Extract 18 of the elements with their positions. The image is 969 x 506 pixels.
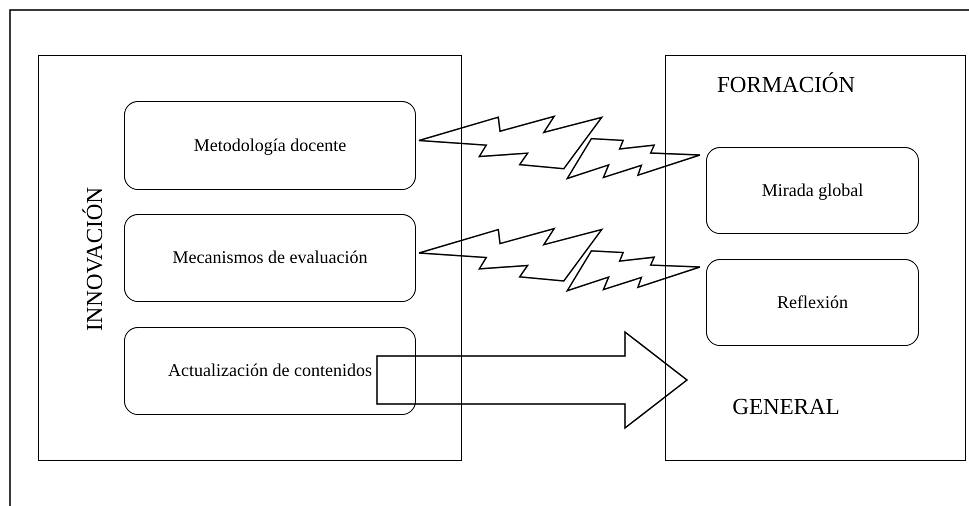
group-title: FORMACIÓN [716,71,856,99]
box-label: Mirada global [762,178,864,202]
lightning-bolt [418,227,701,292]
group-title: GENERAL [731,393,841,421]
group-box [665,55,966,461]
group-title: INNOVACIÓN [81,187,108,331]
rounded-box [706,147,919,234]
rounded-box [124,327,416,415]
box-label: Reflexión [777,290,848,314]
rounded-box [124,214,416,302]
rounded-box [706,259,919,346]
box-label: Metodología docente [194,134,346,157]
box-label: Mecanismos de evaluación [172,246,368,270]
lightning-bolt [418,115,701,180]
box-label: Actualización de contenidos [168,359,372,382]
rounded-box [124,101,416,190]
group-box [38,55,462,461]
block-arrow [376,330,688,430]
